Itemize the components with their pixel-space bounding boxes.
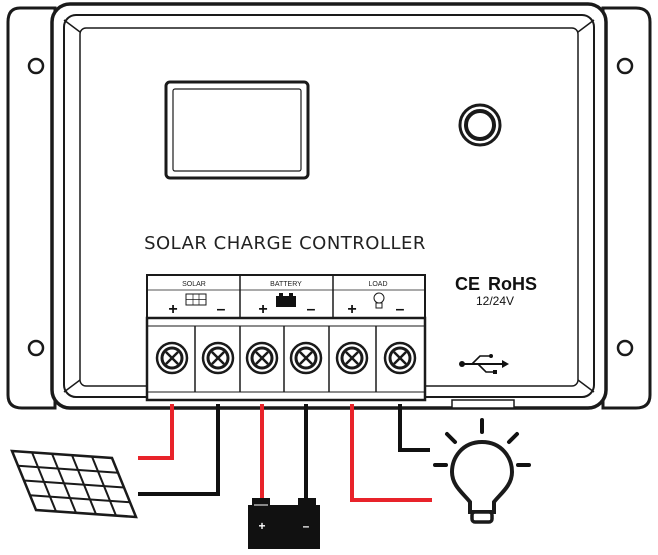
battery-positive-terminal-screw[interactable] bbox=[245, 341, 279, 375]
solar-positive-terminal-screw[interactable] bbox=[155, 341, 189, 375]
battery-icon bbox=[248, 498, 320, 549]
terminal-label-solar: SOLAR bbox=[182, 281, 206, 288]
solar-panel-icon bbox=[10, 449, 138, 519]
load-minus-sign: – bbox=[396, 301, 405, 318]
terminal-label-load: LOAD bbox=[368, 281, 387, 288]
battery-minus-sign: – bbox=[307, 301, 316, 318]
terminal-label-battery: BATTERY bbox=[270, 281, 302, 288]
control-button[interactable] bbox=[458, 103, 502, 147]
voltage-rating: 12/24V bbox=[476, 294, 514, 308]
load-positive-wire bbox=[350, 404, 432, 502]
device-title: SOLAR CHARGE CONTROLLER bbox=[144, 233, 426, 254]
ce-mark: CE bbox=[455, 274, 480, 294]
mounting-hole-bottom-left bbox=[27, 339, 45, 357]
bulb-icon bbox=[373, 292, 385, 309]
mounting-flange-left bbox=[6, 6, 57, 410]
solar-panel-icon bbox=[185, 293, 207, 306]
battery-minus-label: – bbox=[303, 519, 310, 533]
terminal-block bbox=[145, 316, 427, 402]
rohs-mark: RoHS bbox=[488, 274, 537, 294]
solar-positive-wire bbox=[138, 404, 174, 460]
usb-icon bbox=[459, 354, 509, 374]
battery-icon bbox=[276, 293, 296, 307]
battery-plus-label: + bbox=[258, 519, 265, 533]
battery-negative-terminal-screw[interactable] bbox=[289, 341, 323, 375]
mounting-hole-bottom-right bbox=[616, 339, 634, 357]
load-negative-terminal-screw[interactable] bbox=[383, 341, 417, 375]
load-plus-sign: + bbox=[347, 301, 356, 318]
load-negative-wire bbox=[398, 404, 430, 452]
solar-negative-wire bbox=[138, 404, 220, 496]
mounting-hole-top-left bbox=[27, 57, 45, 75]
lcd-display bbox=[164, 80, 310, 180]
battery-plus-sign: + bbox=[258, 301, 267, 318]
solar-minus-sign: – bbox=[217, 301, 226, 318]
solar-negative-terminal-screw[interactable] bbox=[201, 341, 235, 375]
solar-plus-sign: + bbox=[168, 301, 177, 318]
usb-port[interactable] bbox=[451, 399, 515, 409]
bulb-icon bbox=[433, 418, 531, 524]
mounting-flange-right bbox=[601, 6, 652, 410]
mounting-hole-top-right bbox=[616, 57, 634, 75]
load-positive-terminal-screw[interactable] bbox=[335, 341, 369, 375]
